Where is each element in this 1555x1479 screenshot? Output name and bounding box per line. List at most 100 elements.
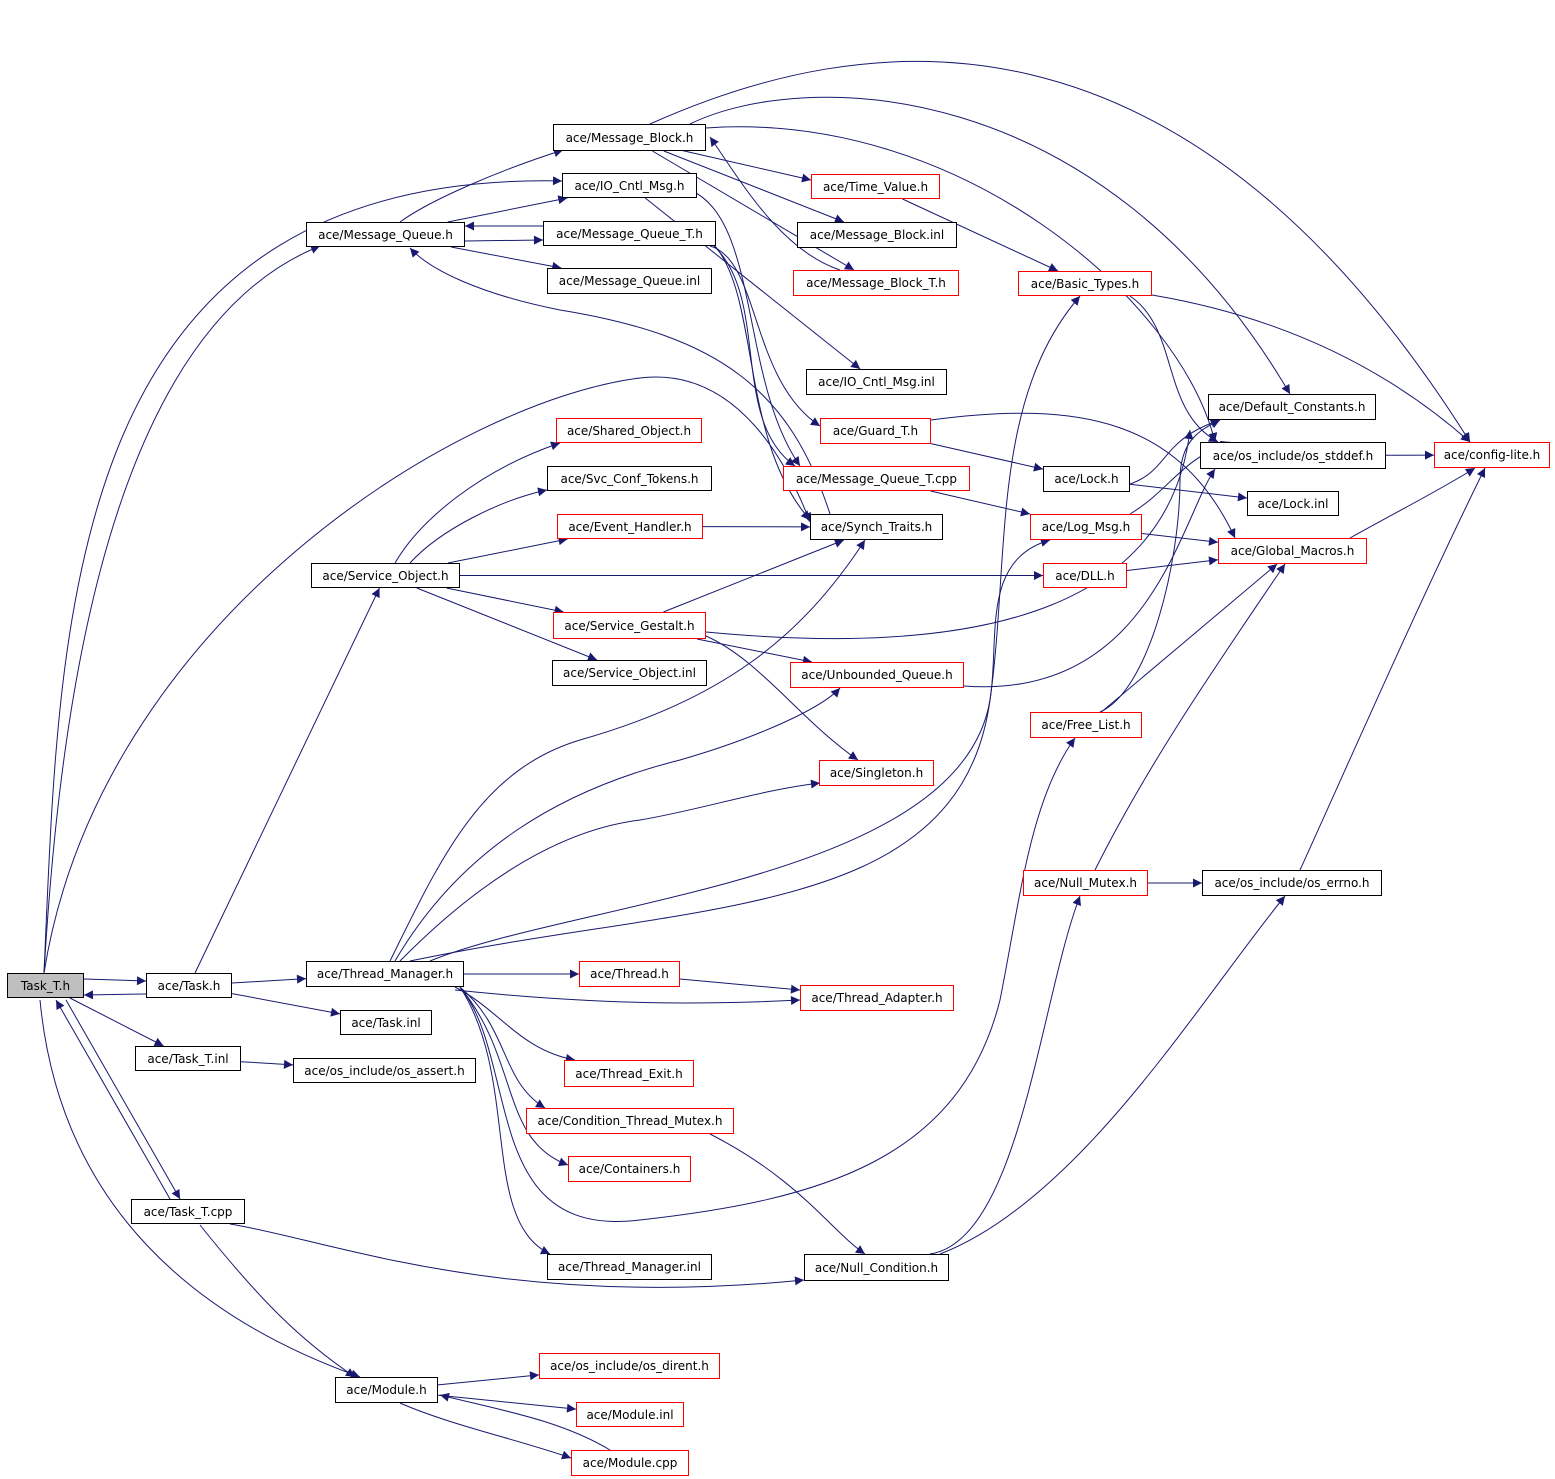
node-task-h[interactable]: ace/Task.h <box>146 973 232 998</box>
edge-time-value-h-to-basic-types-h <box>902 198 1059 272</box>
node-os-errno-h[interactable]: ace/os_include/os_errno.h <box>1202 870 1382 896</box>
node-config-lite-h[interactable]: ace/config-lite.h <box>1434 442 1550 468</box>
node-condition-thread-mutex-h[interactable]: ace/Condition_Thread_Mutex.h <box>526 1108 734 1134</box>
edge-thread-h-to-thread-adapter-h <box>679 978 801 994</box>
edge-task-t-h-to-synch-traits-h <box>43 376 811 974</box>
node-task-t-h: Task_T.h <box>7 973 84 998</box>
edge-task-t-cpp-to-null-condition-h <box>229 1223 805 1288</box>
edge-module-h-to-module-cpp <box>399 1402 572 1460</box>
edge-task-t-h-to-task-h <box>83 976 147 986</box>
node-synch-traits-h[interactable]: ace/Synch_Traits.h <box>810 514 943 540</box>
node-default-constants-h[interactable]: ace/Default_Constants.h <box>1208 394 1376 420</box>
node-message-block-t-h[interactable]: ace/Message_Block_T.h <box>793 270 959 296</box>
node-singleton-h[interactable]: ace/Singleton.h <box>819 760 934 786</box>
node-time-value-h[interactable]: ace/Time_Value.h <box>811 174 940 199</box>
node-service-object-inl[interactable]: ace/Service_Object.inl <box>552 660 707 686</box>
node-global-macros-h[interactable]: ace/Global_Macros.h <box>1218 538 1367 564</box>
node-lock-inl[interactable]: ace/Lock.inl <box>1247 491 1339 516</box>
edge-message-queue-t-h-to-guard-t-h <box>709 245 821 427</box>
node-message-queue-t-cpp[interactable]: ace/Message_Queue_T.cpp <box>783 466 970 491</box>
edge-basic-types-h-to-os-stddef-h <box>1129 295 1219 443</box>
node-service-gestalt-h[interactable]: ace/Service_Gestalt.h <box>553 612 706 639</box>
node-thread-h[interactable]: ace/Thread.h <box>579 961 680 987</box>
edge-message-block-h-to-config-lite-h <box>649 60 1471 443</box>
edge-service-gestalt-h-to-synch-traits-h <box>663 539 845 613</box>
edge-synch-traits-h-to-message-queue-h <box>409 247 831 515</box>
edge-task-t-h-to-module-h <box>39 999 361 1379</box>
edge-message-queue-h-to-message-queue-t-h <box>464 235 544 245</box>
node-message-queue-inl[interactable]: ace/Message_Queue.inl <box>547 268 712 294</box>
node-task-inl[interactable]: ace/Task.inl <box>340 1010 432 1035</box>
edge-free-list-h-to-default-constants-h <box>1099 419 1221 713</box>
edge-message-queue-h-to-io-cntl-msg-h <box>447 195 568 223</box>
node-module-cpp[interactable]: ace/Module.cpp <box>571 1450 689 1476</box>
node-shared-object-h[interactable]: ace/Shared_Object.h <box>556 418 702 443</box>
edge-service-object-h-to-event-handler-h <box>447 536 568 564</box>
node-thread-adapter-h[interactable]: ace/Thread_Adapter.h <box>800 985 954 1011</box>
node-task-t-cpp[interactable]: ace/Task_T.cpp <box>131 1199 245 1224</box>
edge-service-gestalt-h-to-singleton-h <box>705 635 859 761</box>
edge-thread-manager-h-to-unbounded-queue-h <box>394 687 841 962</box>
node-guard-t-h[interactable]: ace/Guard_T.h <box>820 418 931 444</box>
edge-message-queue-t-cpp-to-log-msg-h <box>930 490 1031 517</box>
node-module-h[interactable]: ace/Module.h <box>335 1377 438 1403</box>
edge-task-h-to-service-object-h <box>194 587 380 974</box>
edge-condition-thread-mutex-h-to-null-condition-h <box>709 1133 866 1255</box>
edge-message-block-t-h-to-message-block-h <box>709 136 841 271</box>
edge-task-h-to-task-inl <box>231 993 341 1017</box>
edge-task-t-h-to-task-t-cpp <box>65 999 181 1200</box>
node-io-cntl-msg-inl[interactable]: ace/IO_Cntl_Msg.inl <box>806 369 947 395</box>
node-module-inl[interactable]: ace/Module.inl <box>576 1402 684 1427</box>
edge-thread-manager-h-to-thread-exit-h <box>454 986 576 1063</box>
edge-message-queue-h-to-message-block-h <box>399 148 564 223</box>
node-message-queue-t-h[interactable]: ace/Message_Queue_T.h <box>543 221 716 246</box>
edge-task-h-to-thread-manager-h <box>231 974 307 984</box>
edge-null-mutex-h-to-global-macros-h <box>1094 563 1286 871</box>
node-thread-manager-h[interactable]: ace/Thread_Manager.h <box>306 961 464 987</box>
edge-guard-t-h-to-global-macros-h <box>930 412 1236 539</box>
edge-os-errno-h-to-config-lite-h <box>1299 467 1486 871</box>
edge-task-h-to-task-t-h <box>83 990 147 1000</box>
edge-thread-manager-h-to-thread-manager-inl <box>459 986 551 1255</box>
node-unbounded-queue-h[interactable]: ace/Unbounded_Queue.h <box>790 662 964 688</box>
edge-thread-manager-h-to-condition-thread-mutex-h <box>459 986 546 1109</box>
node-os-dirent-h[interactable]: ace/os_include/os_dirent.h <box>539 1353 720 1379</box>
node-free-list-h[interactable]: ace/Free_List.h <box>1030 712 1142 738</box>
edge-message-queue-h-to-message-queue-inl <box>451 246 562 271</box>
node-lock-h[interactable]: ace/Lock.h <box>1043 466 1130 492</box>
node-basic-types-h[interactable]: ace/Basic_Types.h <box>1018 271 1152 296</box>
node-null-mutex-h[interactable]: ace/Null_Mutex.h <box>1023 870 1148 896</box>
edge-module-cpp-to-module-h <box>439 1392 611 1451</box>
edge-service-object-h-to-svc-conf-tokens-h <box>409 487 548 564</box>
edge-task-t-cpp-to-module-h <box>199 1224 356 1378</box>
edge-service-gestalt-h-to-unbounded-queue-h <box>696 638 813 665</box>
edge-message-block-h-to-os-stddef-h <box>705 126 1218 443</box>
node-os-stddef-h[interactable]: ace/os_include/os_stddef.h <box>1200 442 1386 469</box>
node-thread-exit-h[interactable]: ace/Thread_Exit.h <box>564 1060 694 1087</box>
node-event-handler-h[interactable]: ace/Event_Handler.h <box>557 514 703 539</box>
node-containers-h[interactable]: ace/Containers.h <box>568 1156 691 1182</box>
edge-guard-t-h-to-lock-h <box>930 443 1044 472</box>
node-thread-manager-inl[interactable]: ace/Thread_Manager.inl <box>547 1254 712 1280</box>
edge-task-t-cpp-to-task-t-h <box>55 999 171 1200</box>
node-service-object-h[interactable]: ace/Service_Object.h <box>311 563 460 588</box>
node-dll-h[interactable]: ace/DLL.h <box>1043 563 1127 588</box>
node-message-block-inl[interactable]: ace/Message_Block.inl <box>797 222 957 248</box>
edge-task-t-h-to-message-queue-h <box>43 245 321 974</box>
edge-log-msg-h-to-global-macros-h <box>1141 533 1219 546</box>
node-io-cntl-msg-h[interactable]: ace/IO_Cntl_Msg.h <box>562 173 697 198</box>
node-os-assert-h[interactable]: ace/os_include/os_assert.h <box>293 1058 476 1083</box>
edge-message-block-h-to-time-value-h <box>679 149 812 183</box>
node-null-condition-h[interactable]: ace/Null_Condition.h <box>804 1254 949 1281</box>
node-log-msg-h[interactable]: ace/Log_Msg.h <box>1030 514 1142 540</box>
edge-service-object-h-to-shared-object-h <box>394 441 561 564</box>
node-svc-conf-tokens-h[interactable]: ace/Svc_Conf_Tokens.h <box>547 466 712 491</box>
edge-thread-manager-h-to-log-msg-h <box>429 538 1051 962</box>
node-message-queue-h[interactable]: ace/Message_Queue.h <box>306 222 465 247</box>
node-message-block-h[interactable]: ace/Message_Block.h <box>553 124 706 151</box>
edge-message-block-h-to-default-constants-h <box>689 96 1291 395</box>
edge-task-t-h-to-task-t-inl <box>69 997 164 1047</box>
node-task-t-inl[interactable]: ace/Task_T.inl <box>135 1046 241 1071</box>
